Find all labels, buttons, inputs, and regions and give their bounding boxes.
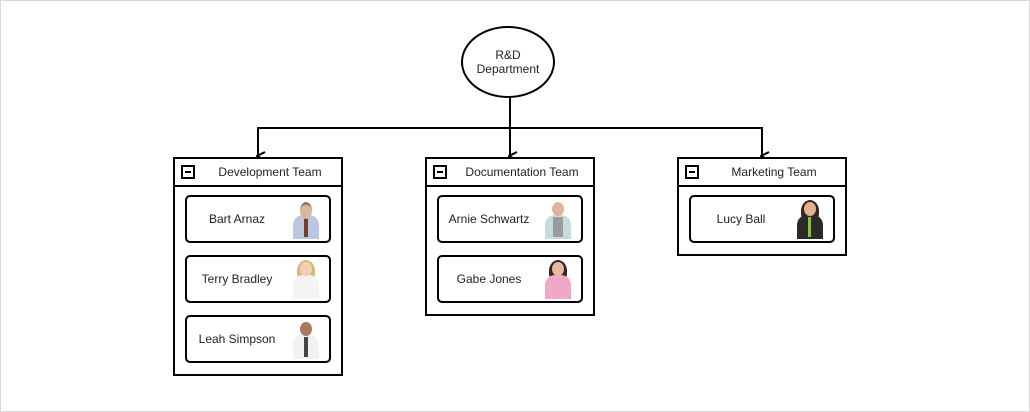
collapse-icon[interactable]	[181, 165, 195, 179]
person-photo-icon	[541, 199, 575, 239]
person-photo-icon	[289, 199, 323, 239]
member-name: Terry Bradley	[201, 272, 273, 286]
team-header: Documentation Team	[427, 159, 593, 187]
team-header: Marketing Team	[679, 159, 845, 187]
member-card[interactable]: Lucy Ball	[689, 195, 835, 243]
member-name: Lucy Ball	[716, 212, 766, 226]
team-node-documentation[interactable]: Documentation Team Arnie Schwartz Gabe J…	[425, 157, 595, 316]
person-photo-icon	[289, 259, 323, 299]
member-card[interactable]: Leah Simpson	[185, 315, 331, 363]
member-name: Arnie Schwartz	[448, 212, 530, 226]
root-label-line2: Department	[476, 62, 540, 76]
team-node-development[interactable]: Development Team Bart Arnaz Terry Bradle…	[173, 157, 343, 376]
person-photo-icon	[541, 259, 575, 299]
root-node-rd-department[interactable]: R&D Department	[461, 26, 555, 98]
collapse-icon[interactable]	[685, 165, 699, 179]
member-card[interactable]: Terry Bradley	[185, 255, 331, 303]
member-name: Bart Arnaz	[208, 212, 266, 226]
member-card[interactable]: Arnie Schwartz	[437, 195, 583, 243]
root-label-line1: R&D	[495, 48, 521, 62]
team-header: Development Team	[175, 159, 341, 187]
person-photo-icon	[793, 199, 827, 239]
person-photo-icon	[289, 319, 323, 359]
team-title: Development Team	[218, 165, 322, 179]
collapse-icon[interactable]	[433, 165, 447, 179]
member-card[interactable]: Bart Arnaz	[185, 195, 331, 243]
member-card[interactable]: Gabe Jones	[437, 255, 583, 303]
member-name: Leah Simpson	[198, 332, 276, 346]
team-node-marketing[interactable]: Marketing Team Lucy Ball	[677, 157, 847, 256]
member-name: Gabe Jones	[456, 272, 522, 286]
team-title: Marketing Team	[731, 165, 817, 179]
team-title: Documentation Team	[465, 165, 579, 179]
